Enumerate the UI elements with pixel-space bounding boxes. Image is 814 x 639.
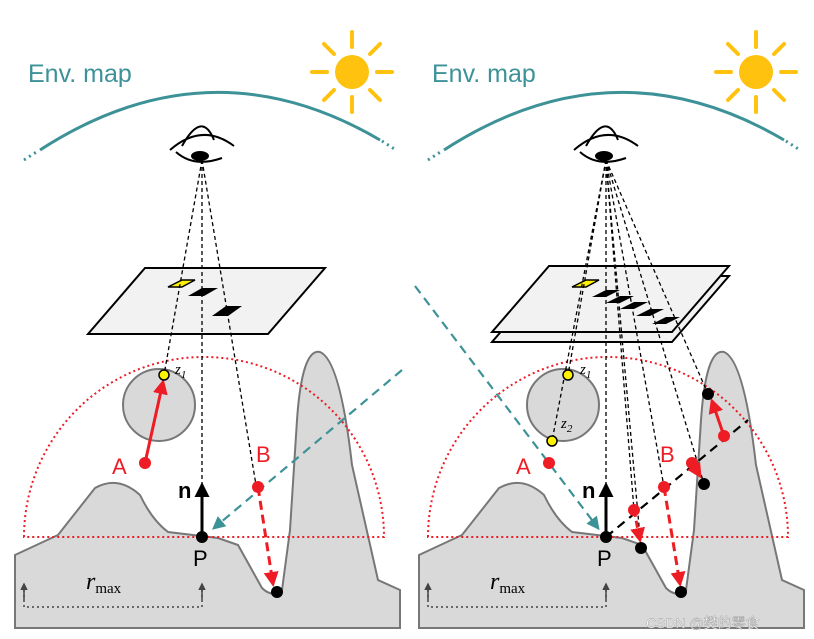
- env-map-arc-right: [443, 91, 785, 152]
- normal-label-left: n: [178, 478, 191, 503]
- z2-label-right: z2: [560, 416, 573, 435]
- point-p-label-right: P: [597, 546, 612, 571]
- rmax-label-left: rmax: [86, 569, 122, 597]
- sun-icon: [714, 30, 798, 114]
- terrain-right: [418, 350, 805, 629]
- point-p-label-left: P: [193, 546, 208, 571]
- z1-label-right: z1: [579, 362, 591, 381]
- env-map-label-right: Env. map: [432, 60, 536, 88]
- right-panel: Env. map: [414, 30, 805, 631]
- point-a-label-left: A: [112, 454, 127, 479]
- sun-icon: [310, 30, 394, 114]
- point-a-label-right: A: [516, 454, 531, 479]
- env-map-arc-left: [39, 91, 381, 152]
- occluder-sphere-right: [526, 368, 600, 442]
- eye-icon: [573, 125, 639, 163]
- left-panel: Env. map: [14, 30, 403, 629]
- rmax-label-right: rmax: [490, 569, 526, 597]
- point-b-label-right: B: [660, 442, 675, 467]
- watermark: CSDN @樊的零食: [646, 615, 760, 631]
- normal-label-right: n: [582, 478, 595, 503]
- image-plane-left: [85, 267, 328, 335]
- eye-icon: [169, 125, 235, 163]
- z1-label-left: z1: [174, 362, 186, 381]
- terrain-left: [14, 350, 401, 629]
- image-plane-right: [489, 265, 732, 333]
- point-b-label-left: B: [256, 442, 271, 467]
- env-map-label-left: Env. map: [28, 60, 132, 88]
